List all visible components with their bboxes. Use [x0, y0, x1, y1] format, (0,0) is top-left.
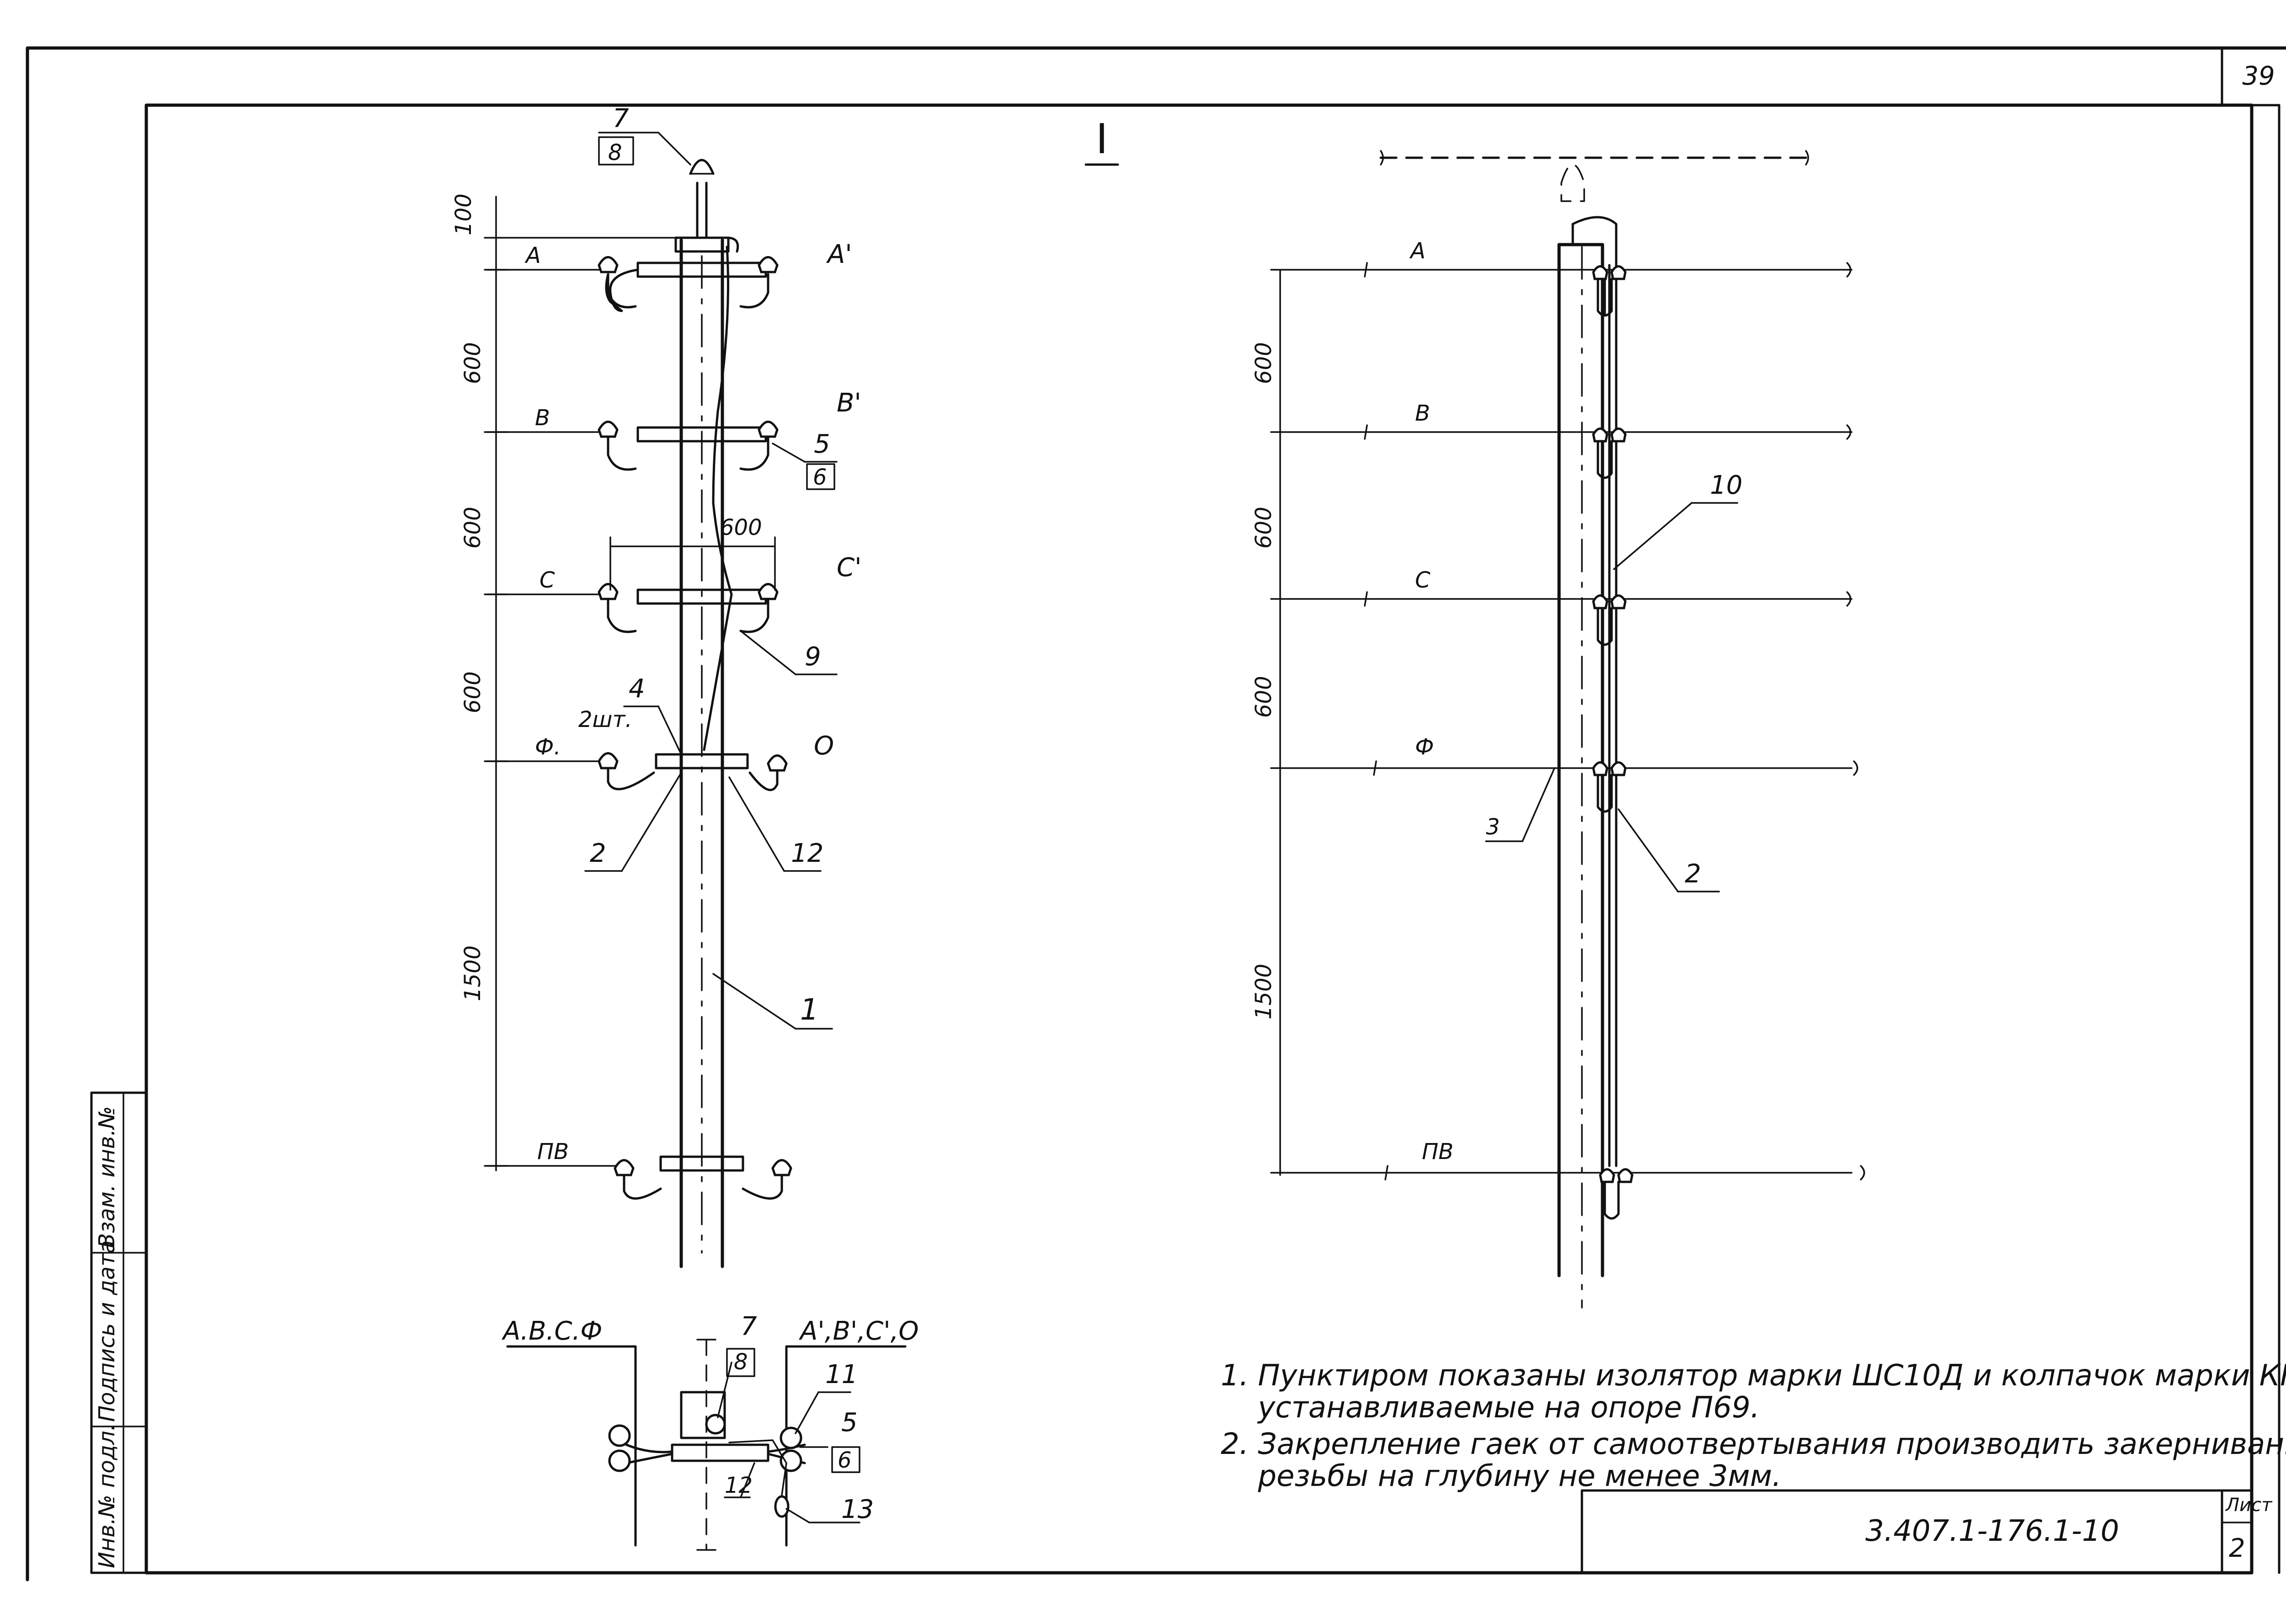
- insulator-icon: [758, 583, 779, 600]
- down-conductor: [703, 246, 733, 751]
- traverse-C: [486, 536, 779, 633]
- plan-callout-11: 11: [825, 1360, 858, 1389]
- plan-callout-7: 7: [741, 1312, 757, 1341]
- level-F-left: Ф.: [535, 734, 561, 760]
- traverse-F: [486, 752, 788, 791]
- side-level-F: Ф: [1415, 734, 1434, 760]
- stamp-strip: Инв.№ подл. Подпись и дата Взам. инв.№: [90, 1091, 148, 1574]
- level-A-left: А: [524, 243, 541, 268]
- section-mark: I: [1096, 115, 1108, 163]
- traverse-PV: [486, 1155, 792, 1200]
- side-callout-2: 2: [1685, 859, 1701, 889]
- side-level-PV: ПВ: [1422, 1139, 1453, 1165]
- insulator-icon: [598, 421, 619, 438]
- top-insulator: [689, 159, 715, 175]
- insulator-icon: [598, 752, 619, 769]
- insulator-icon: [771, 1159, 792, 1176]
- side-insulator-F: [1592, 761, 1627, 813]
- plan-callout-8: 8: [734, 1349, 748, 1375]
- side-insulator-B: [1592, 427, 1627, 479]
- traverse-A: [486, 256, 779, 312]
- plan-callout-6: 6: [838, 1448, 852, 1473]
- dim-600-2: 600: [460, 507, 486, 549]
- insulator-icon: [767, 754, 788, 772]
- note-line-4: резьбы на глубину не менее 3мм.: [1221, 1459, 1781, 1493]
- right-view: [1270, 150, 1865, 1309]
- insulator-icon: [614, 1159, 635, 1176]
- title-block: [1581, 1489, 2253, 1574]
- plan-callout-12: 12: [725, 1473, 753, 1498]
- plan-right-group: А',В',С',О: [799, 1316, 919, 1346]
- doc-code: 3.407.1-176.1-10: [1865, 1514, 2119, 1548]
- dim-100: 100: [451, 193, 476, 235]
- plan-traverse: [671, 1443, 769, 1462]
- pole-cap: [674, 236, 730, 253]
- side-dim-600-2: 600: [1251, 507, 1277, 549]
- side-level-B: В: [1415, 401, 1430, 426]
- sheet-label: Лист: [2225, 1495, 2273, 1516]
- insulator-icon: [758, 421, 779, 438]
- dashed-insulator: [1560, 164, 1585, 202]
- insulator-icon: [598, 583, 619, 600]
- level-O-right: О: [814, 731, 834, 761]
- callout-9: 9: [805, 642, 821, 672]
- side-dim-1500: 1500: [1251, 964, 1277, 1020]
- sheet-frame: [26, 46, 2286, 1581]
- dim-600-1: 600: [460, 342, 486, 384]
- level-PV-left: ПВ: [537, 1139, 569, 1165]
- side-insulator-C: [1592, 594, 1627, 646]
- side-dim-600-1: 600: [1251, 342, 1277, 384]
- callout-6: 6: [813, 465, 827, 490]
- level-C-right: С': [837, 553, 862, 582]
- dim-600-3: 600: [460, 671, 486, 713]
- callout-5: 5: [814, 429, 830, 459]
- note-line-2: устанавливаемые на опоре П69.: [1221, 1391, 1760, 1425]
- label-item-7: 7: [613, 104, 629, 134]
- side-dim-600-3: 600: [1251, 676, 1277, 718]
- callout-2: 2: [590, 839, 606, 868]
- side-level-C: С: [1415, 567, 1431, 593]
- side-insulator-PV: [1599, 1168, 1634, 1220]
- plan-callout-13: 13: [841, 1495, 874, 1524]
- note-line-1: 1. Пунктиром показаны изолятор марки ШС1…: [1221, 1359, 2286, 1393]
- insulator-icon: [598, 256, 619, 273]
- dim-1500: 1500: [460, 946, 486, 1001]
- plan-left-group: А.В.С.Ф: [502, 1316, 602, 1346]
- notes: 1. Пунктиром показаны изолятор марки ШС1…: [1221, 1359, 2286, 1493]
- dim-width-600: 600: [720, 515, 762, 540]
- plan-view: [506, 1339, 907, 1551]
- level-B-right: В': [837, 388, 861, 418]
- callout-12: 12: [791, 839, 823, 868]
- callout-4-qty: 2шт.: [578, 707, 632, 732]
- stamp-sign: Подпись и дата: [94, 1240, 120, 1422]
- sheet-number: 2: [2229, 1533, 2245, 1563]
- left-view: [484, 132, 838, 1268]
- callout-4: 4: [629, 674, 645, 704]
- stamp-inv: Инв.№ подл.: [94, 1424, 120, 1568]
- traverse-B: [486, 421, 779, 471]
- level-A-right: А': [826, 240, 852, 269]
- label-item-8: 8: [608, 140, 622, 166]
- note-line-3: 2. Закрепление гаек от самоотвертывания …: [1221, 1427, 2286, 1461]
- side-callout-3: 3: [1486, 814, 1500, 840]
- insulator-icon: [758, 256, 779, 273]
- callout-1: 1: [800, 993, 819, 1027]
- page-number: 39: [2242, 61, 2275, 91]
- stamp-replace: Взам. инв.№: [94, 1106, 120, 1248]
- plan-callout-5: 5: [841, 1408, 858, 1437]
- side-insulator-A: [1592, 265, 1627, 317]
- top-bond: [1571, 216, 1618, 267]
- level-C-left: С: [539, 567, 555, 593]
- side-callout-10: 10: [1710, 470, 1742, 500]
- plan-pole: [680, 1391, 726, 1439]
- level-B-left: В: [535, 405, 550, 431]
- side-level-A: А: [1409, 238, 1426, 264]
